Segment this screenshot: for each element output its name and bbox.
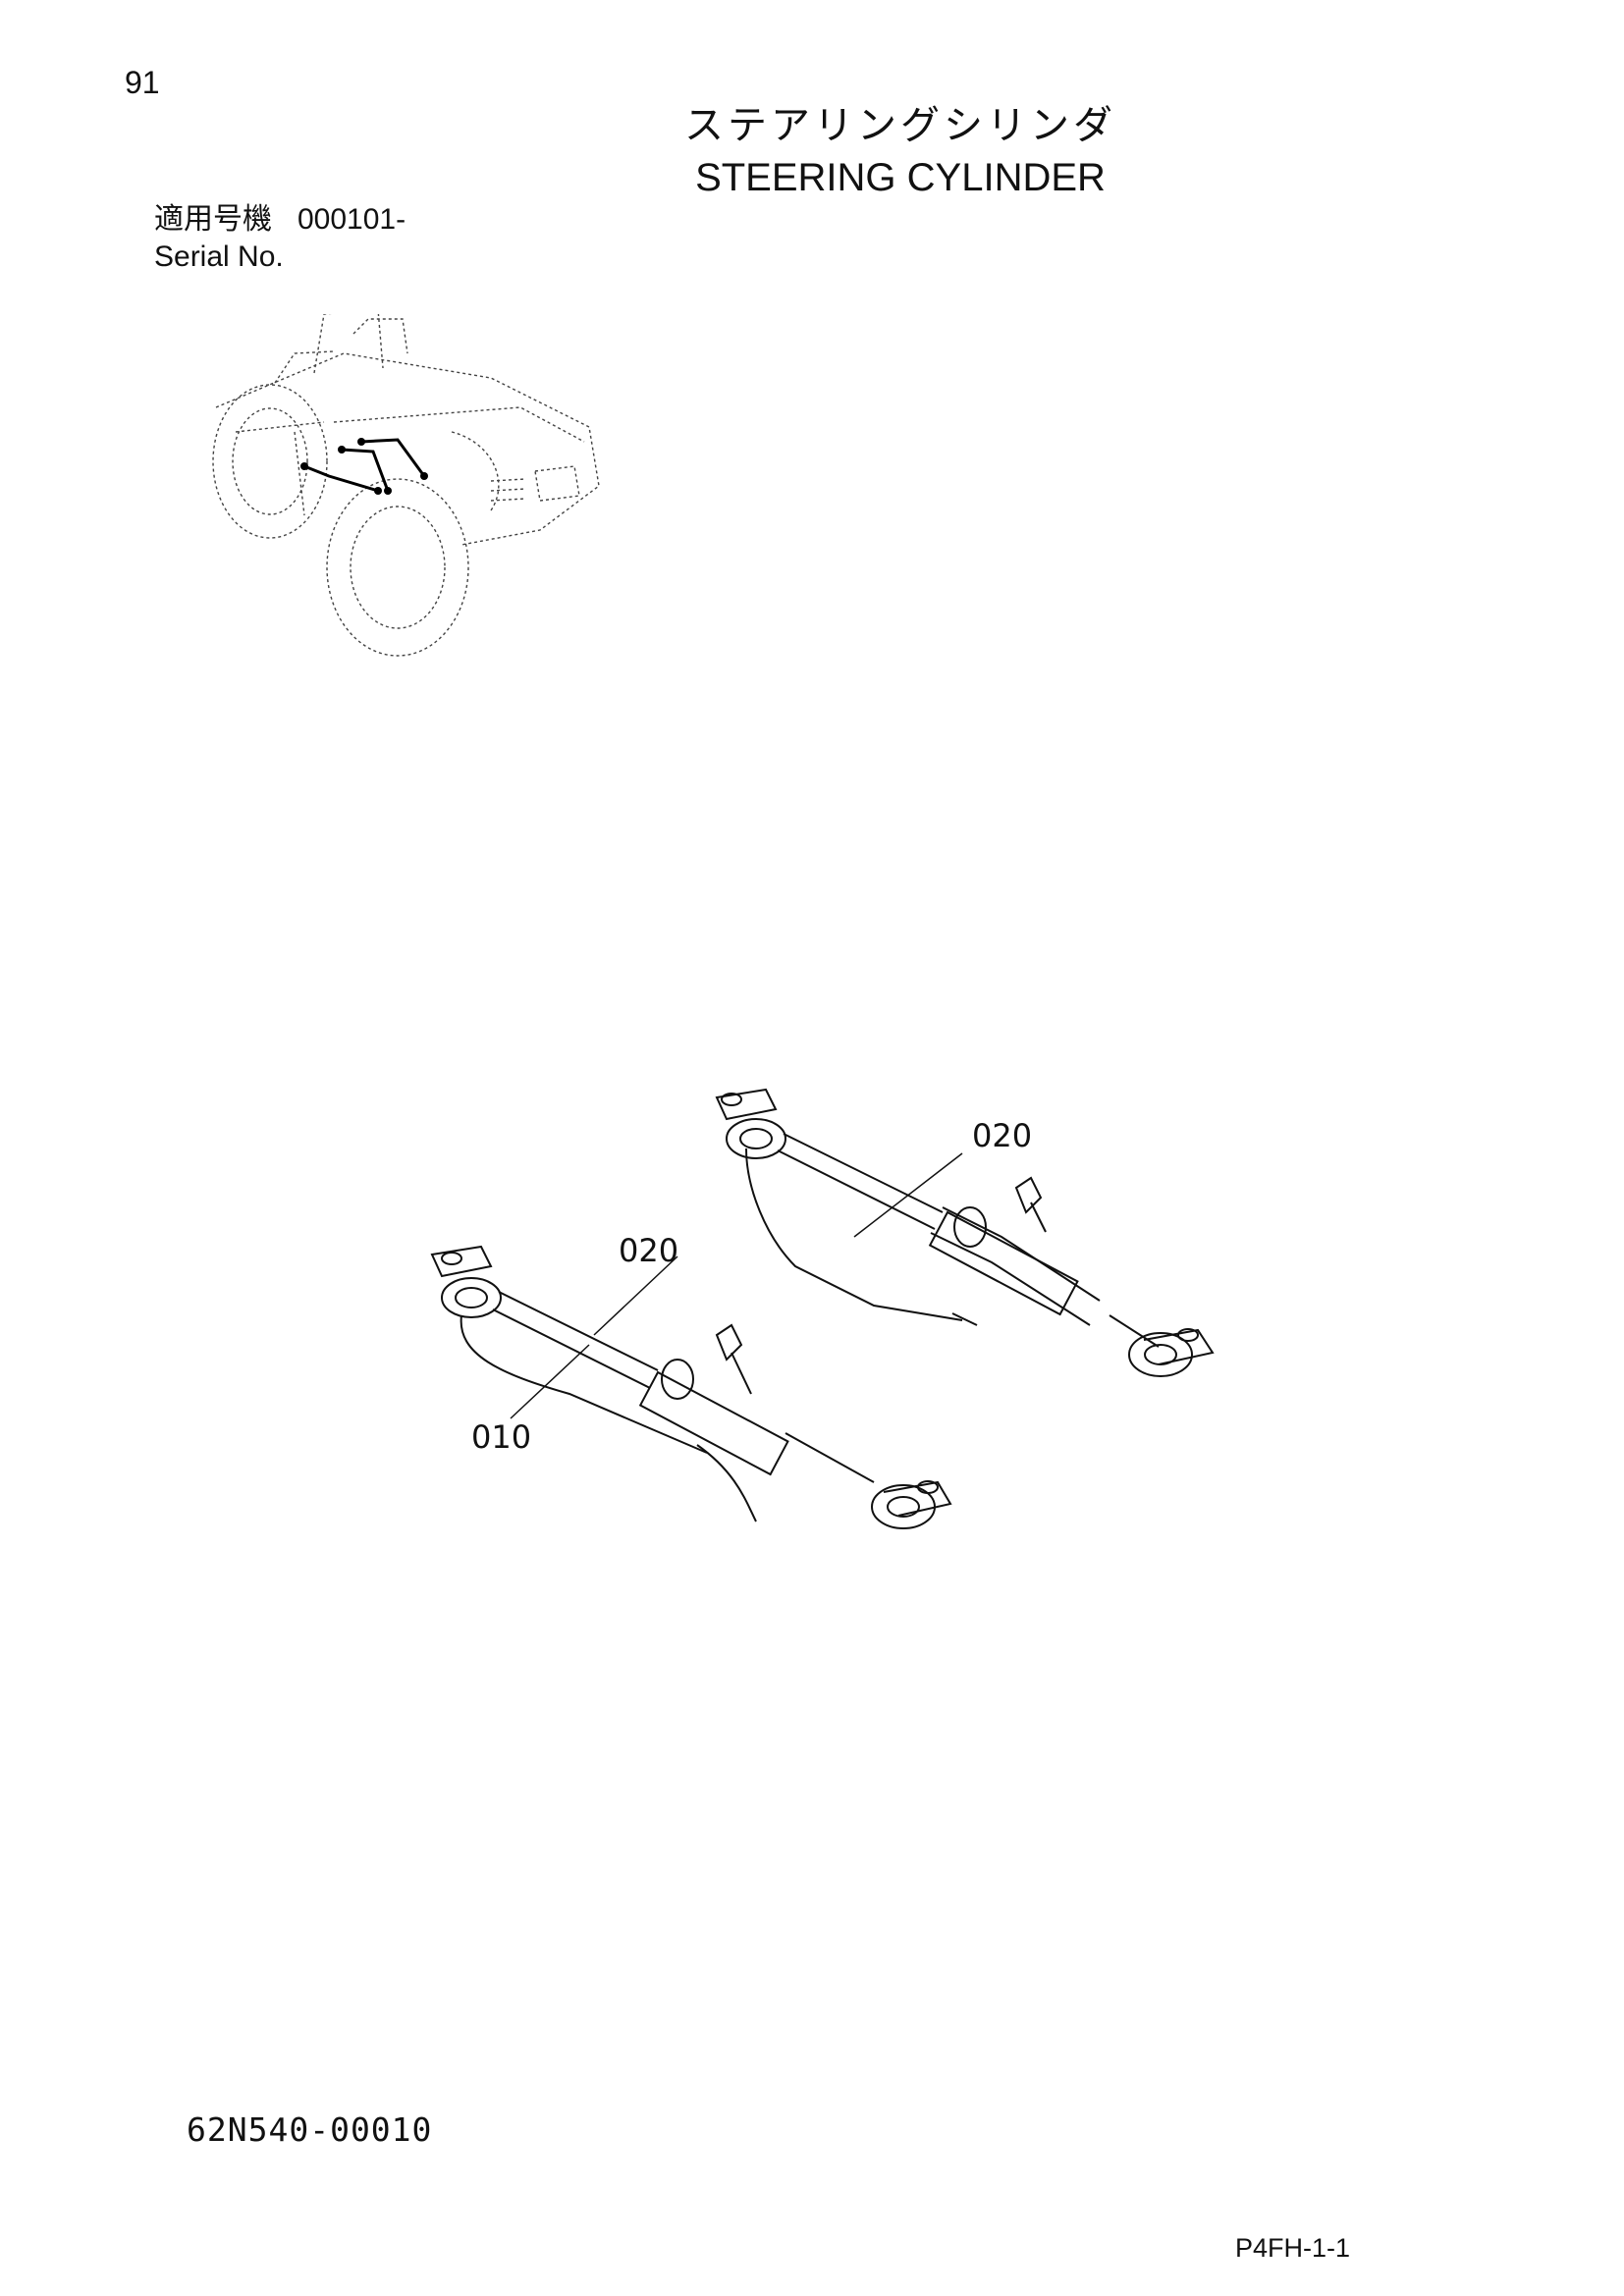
leader-010	[510, 1344, 590, 1419]
wheel-loader-location-icon	[212, 314, 600, 657]
callout-010: 010	[471, 1418, 531, 1456]
serial-range: 000101-	[298, 203, 406, 236]
page-number: 91	[125, 65, 160, 100]
page-code: P4FH-1-1	[1235, 2233, 1351, 2263]
steering-cylinder-exploded-view: 020 020 010	[430, 1088, 1215, 1529]
page-title-jp: ステアリングシリンダ	[684, 103, 1116, 148]
cylinder-lower	[430, 1245, 952, 1529]
callout-020-lower: 020	[619, 1232, 678, 1269]
serial-label-en: Serial No.	[154, 240, 284, 273]
drawing-number: 62N540-00010	[187, 2110, 433, 2149]
leader-020-upper	[853, 1152, 963, 1238]
leader-020-lower	[593, 1255, 678, 1336]
applicable-label-jp: 適用号機	[154, 202, 272, 237]
page-title-en: STEERING CYLINDER	[695, 156, 1106, 199]
serial-applicability: 適用号機 000101- Serial No.	[154, 201, 406, 276]
callout-020-upper: 020	[972, 1117, 1032, 1154]
cylinder-upper	[715, 1088, 1215, 1377]
title-block: ステアリングシリンダ STEERING CYLINDER	[0, 93, 1624, 200]
